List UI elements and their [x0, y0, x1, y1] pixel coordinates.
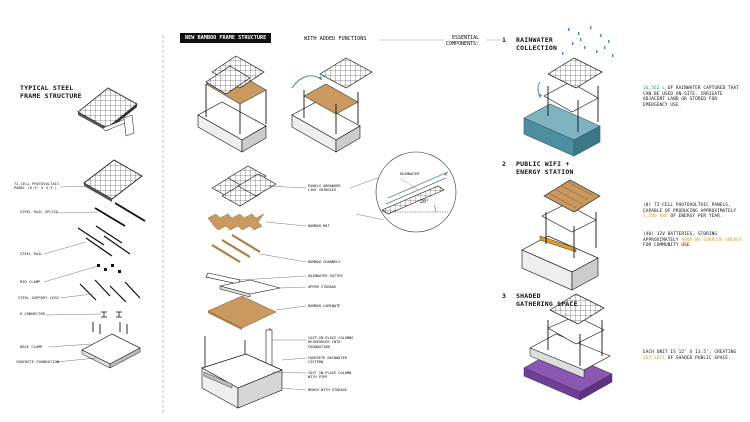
- steel-frame-assembled: [77, 87, 138, 137]
- description-segment: 16,562 L: [643, 86, 665, 91]
- added-functions-subtitle: WITH ADDED FUNCTIONS: [304, 36, 367, 42]
- label-bench-storage: BENCH WITH STORAGE: [308, 388, 347, 392]
- bamboo-frame-badge: NEW BAMBOO FRAME STRUCTURE: [180, 33, 272, 43]
- section-2-number: 2: [502, 160, 506, 168]
- section-2-description-b: (40) 12V BATTERIES, STORING APPROXIMATEL…: [643, 232, 743, 249]
- label-steel-rail: STEEL RAIL: [20, 252, 43, 256]
- label-bamboo-laminate: BAMBOO LAMINATE: [308, 304, 341, 308]
- description-segment: FOR COMMUNITY USE.: [643, 243, 693, 249]
- energy-station-drawing: [521, 179, 601, 291]
- section-1-description: 16,562 L OF RAINWATER CAPTURED THAT CAN …: [643, 86, 743, 108]
- detail-angle-label: 20°: [420, 199, 430, 205]
- description-segment: 162 SQFT: [643, 355, 665, 361]
- label-steel-rail-splice: STEEL RAIL SPLICE: [20, 210, 59, 214]
- label-concrete-foundation: CONCRETE FOUNDATION: [16, 360, 60, 364]
- shaded-gathering-drawing: [523, 293, 613, 401]
- label-upper-storage: UPPER STORAGE: [308, 285, 337, 289]
- detail-rainwater-label: RAINWATER: [400, 172, 420, 176]
- steel-frame-title: TYPICAL STEEL FRAME STRUCTURE: [20, 84, 82, 100]
- section-3-description: EACH UNIT IS 12' X 13.5', CREATING 162 S…: [643, 350, 743, 361]
- description-segment: 3,200 kWh: [643, 214, 668, 220]
- label-bamboo-channels: BAMBOO CHANNELS: [308, 260, 341, 264]
- label-rainwater-gutter: RAINWATER GUTTER: [308, 274, 343, 278]
- section-1-number: 1: [502, 36, 506, 44]
- section-2-title: PUBLIC WIFI + ENERGY STATION: [516, 160, 574, 176]
- bamboo-frame-view-2: [291, 57, 373, 153]
- section-3-number: 3: [502, 292, 506, 300]
- label-bamboo-mat: BAMBOO MAT: [308, 224, 330, 228]
- steel-frame-exploded: [77, 159, 146, 369]
- label-steel-support-legs: STEEL SUPPORT LEGS: [18, 296, 59, 300]
- label-pv-panel: 72-CELL PHOTOVOLTAIC PANEL (6.5' X 3.3'): [14, 182, 60, 191]
- description-segment: (40) 12V BATTERIES, STORING APPROXIMATEL…: [643, 232, 718, 243]
- essential-components-label: ESSENTIAL COMPONENTS:: [446, 35, 480, 47]
- description-segment: OF SHADED PUBLIC SPACE.: [664, 355, 731, 361]
- bamboo-frame-view-1: [197, 55, 267, 153]
- section-2-description-a: (8) 72-CELL PHOTOVOLTAIC PANELS, CAPABLE…: [643, 203, 743, 220]
- description-segment: OF RAINWATER CAPTURED THAT CAN BE USED O…: [643, 86, 740, 108]
- section-3-title: SHADED GATHERING SPACE: [516, 292, 578, 308]
- section-1-title: RAINWATER COLLECTION: [516, 36, 558, 52]
- rainwater-detail-callout: [349, 151, 457, 233]
- bamboo-frame-exploded: [201, 165, 283, 409]
- label-rainwater-cistern: CONCRETE RAINWATER CISTERN: [308, 356, 347, 365]
- description-segment: EACH UNIT IS 12' X 13.5', CREATING: [643, 350, 737, 355]
- description-segment: OF ENERGY PER YEAR.: [667, 214, 723, 220]
- label-mid-clamp: MID CLAMP: [20, 280, 41, 284]
- label-column-pipe: CAST IN-PLACE COLUMN WITH PIPE: [308, 371, 352, 380]
- rainwater-collection-drawing: [523, 26, 614, 157]
- label-base-clamp: BASE CLAMP: [20, 345, 43, 349]
- label-h-connector: H CONNECTOR: [20, 312, 45, 316]
- description-segment: (8) 72-CELL PHOTOVOLTAIC PANELS, CAPABLE…: [643, 203, 737, 214]
- label-cast-columns: CAST-IN-PLACE COLUMNS REINFORCED INTO FO…: [308, 336, 354, 349]
- description-segment: 4800 Wh SURPLUS ENERGY: [681, 237, 742, 243]
- label-panels-shingles: PANELS ARRANGED LIKE SHINGLES: [308, 184, 341, 193]
